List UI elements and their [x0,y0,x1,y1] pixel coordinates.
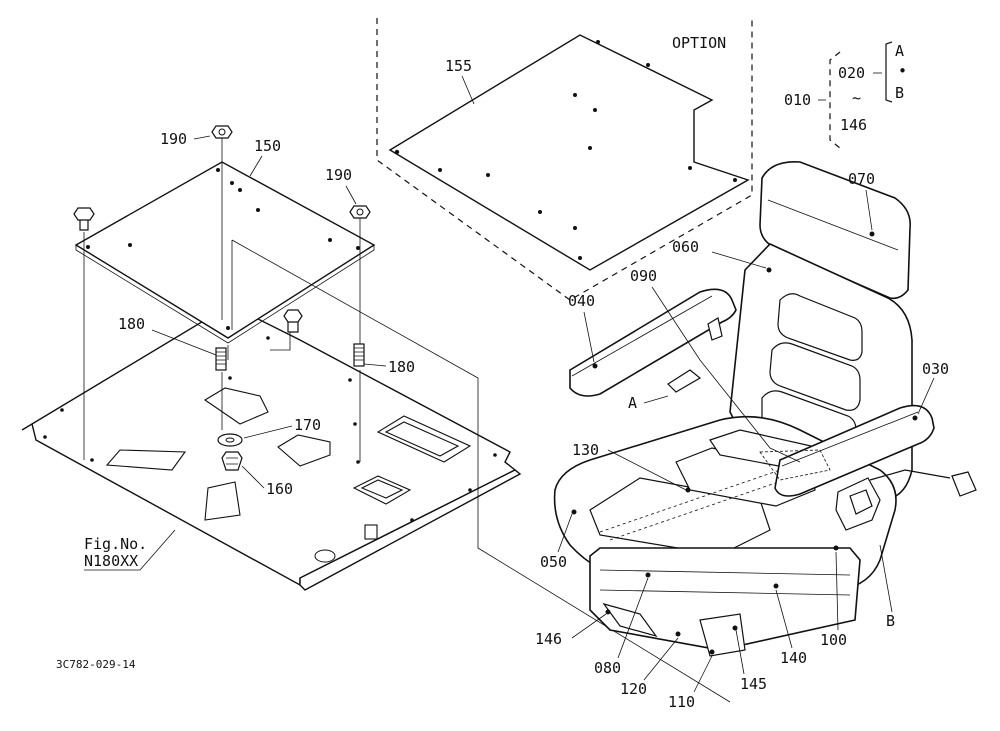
leader-fig [84,529,176,571]
callout-a-label: A [628,394,637,412]
seatbelt-buckle-a [667,369,702,393]
part-090-label: 090 [630,267,657,285]
part-170-label: 170 [294,416,321,434]
part-120-label: 120 [620,680,647,698]
seat-switch-cable [869,469,951,481]
drawing-id: 3C782-029-14 [56,658,136,671]
backrest-pad-middle [769,342,861,411]
seat-assembly: 070 060 050 130 040 A [535,161,977,711]
part-155-label: 155 [445,57,472,75]
legend-010: 010 [784,91,811,109]
seat-base-plate-150 [74,161,376,339]
stud-180-left [215,347,227,371]
legend-146: 146 [840,116,867,134]
part-140-label: 140 [780,649,807,667]
headrest-070 [759,161,912,300]
legend-a: A [895,42,904,60]
part-040-label: 040 [568,292,595,310]
bolt-left [73,207,95,231]
part-146-label: 146 [535,630,562,648]
legend-tilde: ~ [852,89,861,107]
bolt-center [283,309,303,333]
legend-solid-brace [885,41,893,103]
floor-hole [314,549,336,563]
option-plate-group: OPTION 155 [376,18,753,301]
part-190-label-right: 190 [325,166,352,184]
part-050-label: 050 [540,553,567,571]
part-070-label: 070 [848,170,875,188]
floor-cutout-5-inner [384,421,460,457]
nut-190-left [211,125,233,139]
backrest-pad-top [777,293,863,361]
floor-plate-edge [299,469,522,591]
part-030-label: 030 [922,360,949,378]
part-180-label-left: 180 [118,315,145,333]
seat-base-plate-group: 150 190 190 [73,125,731,703]
fig-ref-label: N180XX [84,552,138,570]
lumbar-insert [759,449,831,481]
floor-bracket [364,524,378,540]
part-160-label: 160 [266,480,293,498]
option-plate-holes [394,40,737,260]
floor-plate-group: Fig.No. N180XX 3C782-029-14 [21,304,522,671]
seat-pad-front [589,477,771,556]
base-plate-holes [86,168,360,330]
part-080-label: 080 [594,659,621,677]
legend-020: 020 [838,64,865,82]
part-190-label-left: 190 [160,130,187,148]
nut-160 [221,451,243,471]
armrest-030 [774,404,935,497]
fig-no-label: Fig.No. [84,535,147,553]
slide-rail [602,602,658,638]
part-145-label: 145 [740,675,767,693]
leader-150 [249,155,263,177]
part-100-label: 100 [820,631,847,649]
option-plate-155 [388,34,750,271]
floor-cutout-4 [204,481,241,521]
seat-switch-connector [951,471,977,497]
stud-180-right [353,343,365,367]
legend-dashed-brace [829,51,841,149]
floor-cutout-3 [277,434,331,467]
legend-dot: • [898,62,907,80]
suspension-foot [699,613,746,657]
washer-170 [217,433,243,447]
option-dashed-boundary [376,18,753,301]
callout-b-label: B [886,612,895,630]
floor-cutout-1 [105,449,187,471]
floor-cutout-6-inner [360,479,404,499]
option-label: OPTION [672,34,726,52]
armrest-040 [569,288,737,397]
armrest-bracket-left [707,317,723,341]
part-060-label: 060 [672,238,699,256]
part-range-legend: 010 020 ~ 146 A • B [784,41,907,149]
nut-190-right [349,205,371,219]
part-180-label-right: 180 [388,358,415,376]
part-130-label: 130 [572,441,599,459]
part-110-label: 110 [668,693,695,711]
legend-b: B [895,84,904,102]
floor-plate-holes [43,336,497,522]
part-150-label: 150 [254,137,281,155]
leader-155 [461,75,475,105]
